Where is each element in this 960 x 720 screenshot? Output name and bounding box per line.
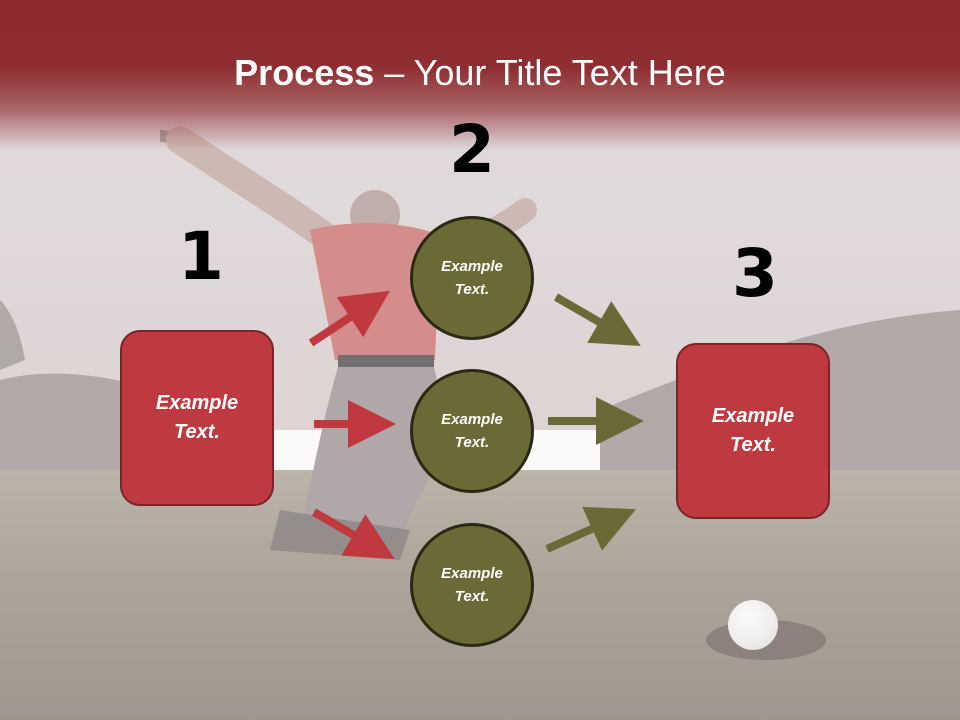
title-bold: Process xyxy=(234,52,375,93)
arrow-red-up xyxy=(308,290,391,347)
left-step-text: Example Text. xyxy=(155,392,239,443)
right-step-text: Example Text. xyxy=(711,405,795,456)
arrow-red-down xyxy=(311,508,395,560)
title-band xyxy=(0,0,960,150)
step-number-1: 1 xyxy=(178,218,224,295)
step-number-2: 2 xyxy=(449,111,495,188)
golf-ball xyxy=(728,600,778,650)
step-number-3: 3 xyxy=(732,235,778,312)
circle-top-text: Example Text. xyxy=(441,258,503,298)
circle-bottom-text: Example Text. xyxy=(441,565,503,605)
arrow-olive-up xyxy=(545,506,636,553)
circle-top: Example Text. xyxy=(410,216,534,340)
circle-middle: Example Text. xyxy=(410,369,534,493)
slide-title: Process – Your Title Text Here xyxy=(0,52,960,94)
arrow-olive-down xyxy=(553,293,641,347)
title-rest: – Your Title Text Here xyxy=(374,52,726,93)
left-step-box: Example Text. xyxy=(120,330,274,506)
circle-bottom: Example Text. xyxy=(410,523,534,647)
circle-middle-text: Example Text. xyxy=(441,411,503,451)
right-step-box: Example Text. xyxy=(676,343,830,519)
